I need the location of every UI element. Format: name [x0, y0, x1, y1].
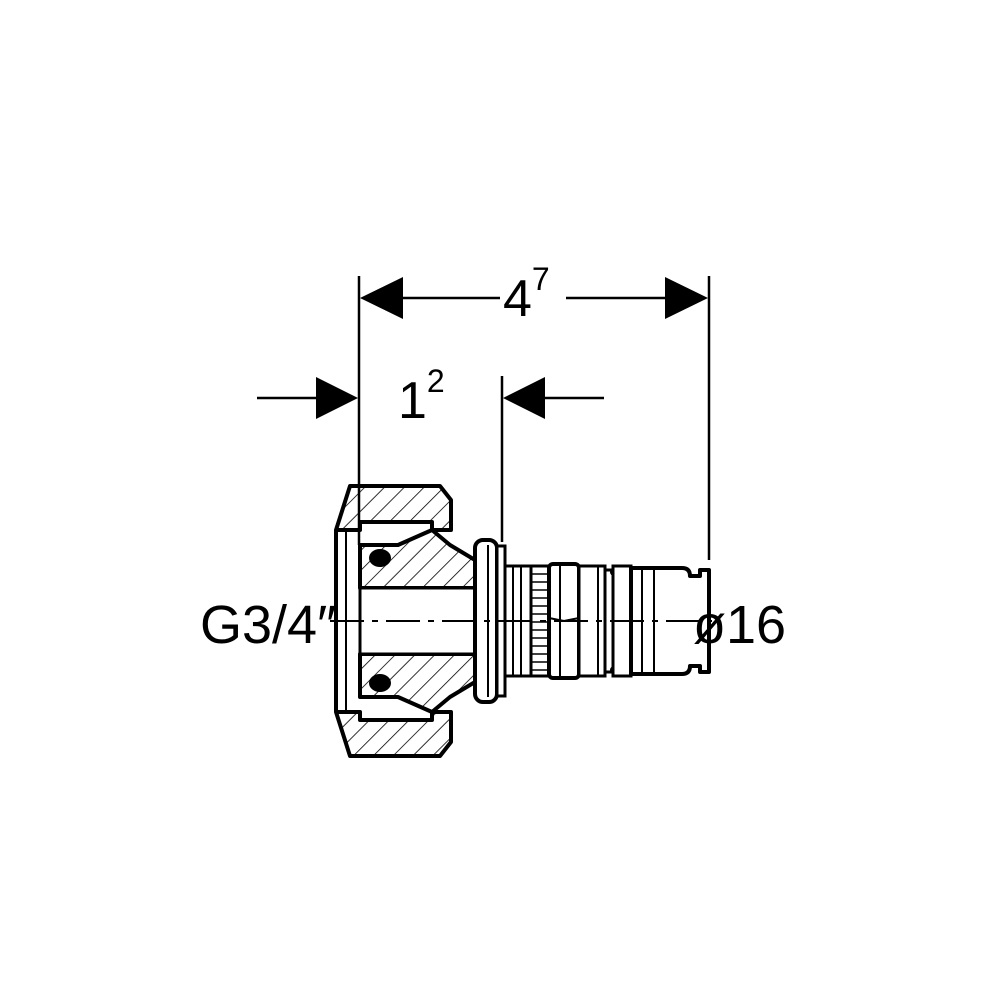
pipe-diameter-label: ø16 [693, 595, 786, 655]
arrowhead-right [665, 277, 708, 319]
overall-length-label: 47 [503, 261, 550, 328]
o-ring-bottom [369, 674, 391, 692]
arrowhead-inward-left [316, 377, 358, 419]
nut-wall-bottom [334, 710, 453, 758]
nut-length-dimension: 12 [257, 363, 604, 542]
o-ring-top [369, 549, 391, 567]
thread-size-label: G3/4″ [200, 595, 336, 655]
arrowhead-left [360, 277, 403, 319]
knurl-pattern [531, 573, 549, 671]
nut-wall-top [334, 484, 453, 532]
arrowhead-inward-right [503, 377, 545, 419]
overall-length-dimension: 47 [357, 261, 711, 560]
nut-length-label: 12 [398, 363, 445, 430]
